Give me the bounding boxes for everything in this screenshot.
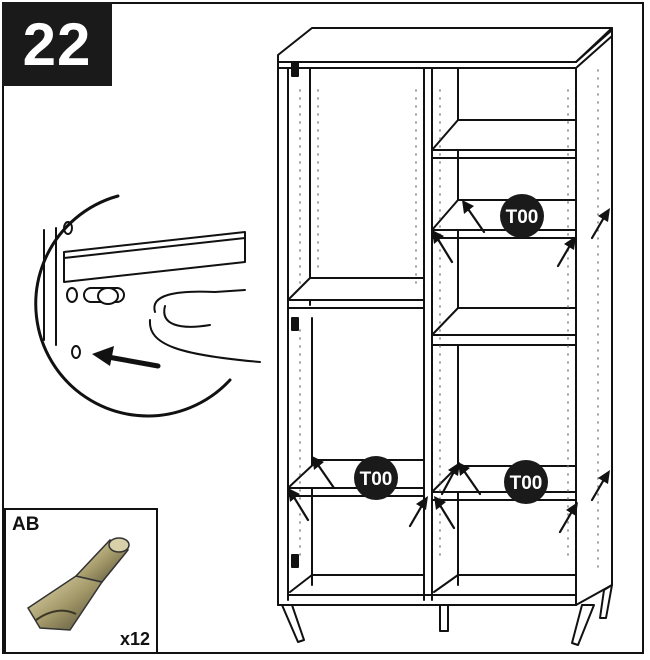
detail-zoom-circle (34, 194, 261, 418)
part-badge-right: T00 (504, 460, 548, 504)
shelf-support-pin-icon (26, 537, 130, 631)
step-number: 22 (22, 10, 92, 78)
part-quantity: x12 (119, 629, 150, 649)
part-id: AB (12, 514, 40, 535)
cabinet-drawing (277, 27, 613, 646)
instruction-frame (2, 2, 644, 654)
part-badge-left: T00 (354, 456, 398, 500)
peg-hole-dots (299, 69, 599, 571)
part-badge-top: T00 (500, 194, 544, 238)
part-callout-box: AB x12 (4, 508, 158, 654)
step-number-badge: 22 (2, 2, 112, 86)
arrow-heads (288, 200, 610, 516)
badge-label: T00 (360, 469, 393, 490)
badge-label: T00 (506, 207, 539, 228)
detail-arrow-head (92, 346, 114, 366)
badge-label: T00 (510, 473, 543, 494)
